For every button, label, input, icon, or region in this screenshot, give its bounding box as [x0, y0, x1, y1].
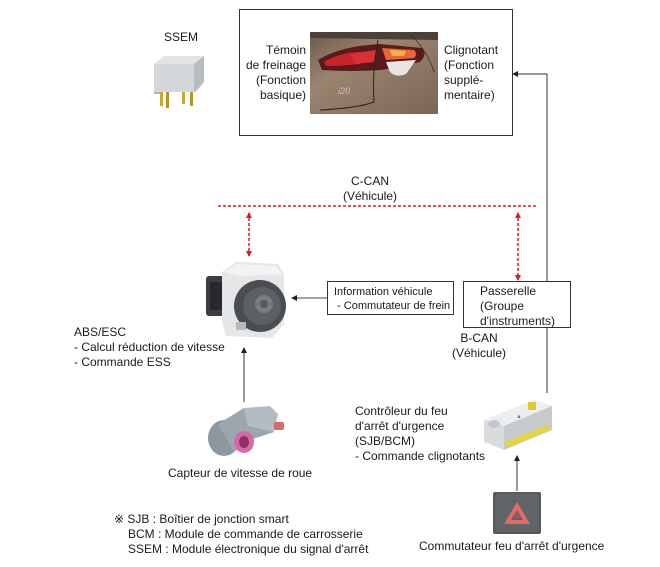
wheel-speed-sensor-label: Capteur de vitesse de roue	[168, 466, 313, 480]
abs-esc-description: ABS/ESC - Calcul réduction de vitesse - …	[74, 325, 225, 370]
ssem-label: SSEM	[164, 30, 199, 44]
note-ssem: SSEM : Module électronique du signal d'a…	[128, 542, 369, 556]
abs-esc-module-image	[202, 258, 292, 344]
sjb-bcm-module-image: ▲	[482, 398, 554, 452]
svg-text:▲: ▲	[516, 414, 522, 420]
brake-lamp-label: Témoin de freinage (Fonction basique)	[245, 43, 306, 102]
hazard-triangle-icon	[495, 494, 539, 532]
note-mark: ※	[114, 512, 125, 526]
rear-lamp-photo: i20	[310, 32, 438, 114]
brake-switch-item: - Commutateur de frein	[334, 300, 451, 312]
ssem-module-image	[150, 52, 206, 110]
abs-esc-item: - Commande ESS	[74, 355, 171, 369]
abs-esc-title: ABS/ESC	[74, 325, 127, 339]
hazard-switch-image	[493, 492, 541, 534]
svg-text:i20: i20	[338, 86, 350, 96]
b-can-label: B-CAN (Véhicule)	[451, 331, 507, 360]
vehicle-info-title: Information véhicule	[334, 286, 433, 298]
wheel-speed-sensor-image	[204, 404, 290, 460]
abbreviation-notes: ※ SJB : Boîtier de jonction smart BCM : …	[114, 512, 368, 557]
lamp-function-box: Témoin de freinage (Fonction basique)	[239, 9, 513, 136]
note-bcm: BCM : Module de commande de carrosserie	[128, 527, 363, 541]
note-sjb: SJB : Boîtier de jonction smart	[127, 512, 289, 526]
hazard-switch-label: Commutateur feu d'arrêt d'urgence	[419, 539, 605, 553]
gateway-box: Passerelle (Groupe d'instruments)	[463, 281, 571, 328]
controller-to-lamp-arrow	[512, 71, 548, 393]
controller-description: Contrôleur du feu d'arrêt d'urgence (SJB…	[355, 404, 486, 463]
turn-signal-label: Clignotant (Fonction supplé- mentaire)	[444, 43, 499, 102]
abs-esc-item: - Calcul réduction de vitesse	[74, 340, 225, 354]
vehicle-info-box: Information véhicule - Commutateur de fr…	[327, 281, 454, 315]
c-can-label: C-CAN (Véhicule)	[342, 174, 398, 203]
